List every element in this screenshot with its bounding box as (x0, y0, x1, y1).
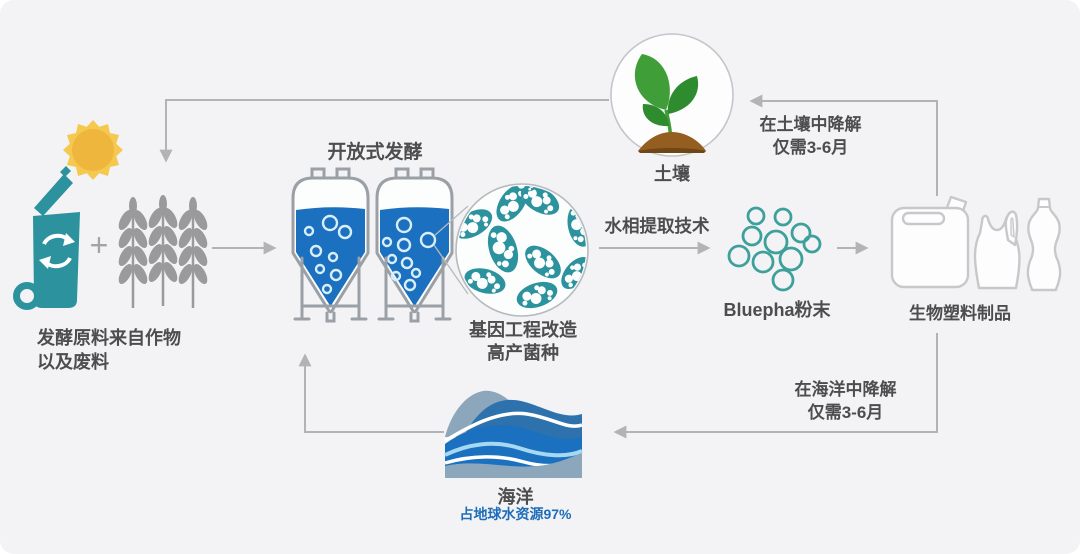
ocean-icon (444, 390, 583, 478)
products-label: 生物塑料制品 (909, 304, 1011, 323)
flow-arrows (159, 94, 938, 439)
bin-wheel (13, 282, 41, 310)
fermentation-tank-2 (375, 167, 454, 323)
recycle-arrows-icon (39, 233, 75, 269)
ocean-label: 海洋 (497, 487, 534, 507)
flow-arrow-products-to-soil (749, 94, 938, 196)
ocean-degradation-label: 在海洋中降解 仅需3-6月 (763, 379, 928, 425)
ocean-degradation-line1: 在海洋中降解 (794, 380, 897, 399)
seedling-icon (634, 54, 699, 149)
bacteria-magnifier (433, 183, 589, 317)
bioplastic-products-icons (890, 195, 1062, 292)
soil-mound-icon (638, 132, 706, 153)
flow-arrow-ocean-to-tanks (298, 353, 444, 433)
tank2-bubbles (381, 216, 437, 292)
powder-dots-icon (727, 206, 822, 292)
raw-material-line1: 发酵原料来自作物 (37, 328, 181, 348)
wheat-icon (114, 193, 212, 310)
strain-label: 基因工程改造 高产菌种 (448, 319, 598, 366)
fermentation-tank-1 (291, 167, 370, 323)
bottle-icon (1026, 197, 1062, 292)
sun-icon (63, 120, 123, 180)
flow-arrow-products-to-ocean (613, 333, 938, 439)
powder-label: Bluepha粉末 (723, 300, 831, 320)
raw-material-label: 发酵原料来自作物 以及废料 (37, 326, 247, 375)
soil-label: 土壤 (654, 164, 690, 184)
soil-degradation-line1: 在土壤中降解 (759, 115, 862, 134)
plastic-bag-icon (973, 210, 1021, 290)
recycle-bin-icon (13, 166, 80, 310)
flow-arrow-soil-to-crops (159, 99, 609, 163)
jug-icon (890, 195, 970, 289)
raw-material-line2: 以及废料 (37, 352, 109, 373)
strain-line2: 高产菌种 (487, 343, 559, 364)
soil-degradation-label: 在土壤中降解 仅需3-6月 (728, 114, 893, 160)
ocean-degradation-line2: 仅需3-6月 (807, 402, 884, 422)
soil-degradation-line2: 仅需3-6月 (772, 137, 849, 157)
strain-line1: 基因工程改造 (469, 320, 577, 340)
soil-circle (610, 33, 734, 157)
ocean-subtitle: 占地球水资源97% (459, 506, 572, 522)
extraction-label: 水相提取技术 (604, 216, 710, 236)
tank1-bubbles (303, 214, 353, 295)
fermentation-label: 开放式发酵 (327, 142, 423, 163)
plus-sign: + (89, 227, 109, 263)
